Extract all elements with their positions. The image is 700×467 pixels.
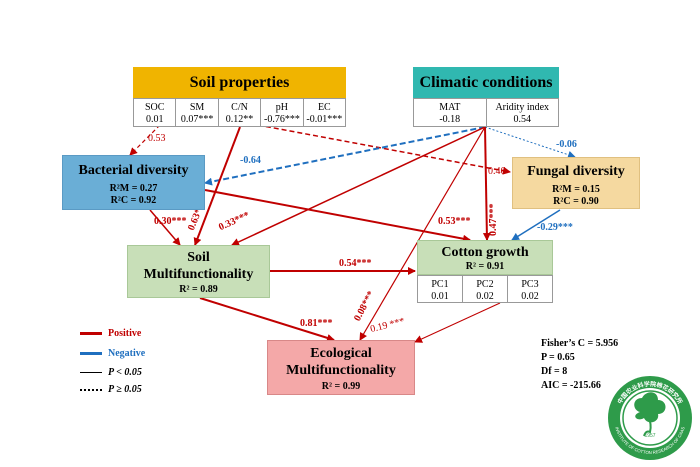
legend-negative-swatch bbox=[80, 352, 102, 355]
label-bact-to-soilmf: 0.30*** bbox=[154, 216, 187, 227]
soil-mf-r2: R² = 0.89 bbox=[179, 284, 218, 295]
legend-negative: Negative bbox=[80, 348, 145, 359]
arrow-soil-to-bacterial bbox=[129, 124, 161, 156]
soil-multifunctionality-box: Soil Multifunctionality R² = 0.89 bbox=[127, 245, 270, 298]
legend-positive: Positive bbox=[80, 328, 141, 339]
legend-solid-label: P < 0.05 bbox=[108, 367, 142, 378]
eco-mf-r2: R² = 0.99 bbox=[321, 381, 361, 392]
stat-df: Df = 8 bbox=[541, 366, 568, 377]
soil-properties-header: Soil properties bbox=[133, 67, 346, 98]
legend-solid-swatch bbox=[80, 372, 102, 373]
arrow-climatic-to-ecomf bbox=[359, 126, 486, 341]
soil-var-ph: pH-0.76*** bbox=[261, 99, 304, 126]
arrow-fungal-to-cotton bbox=[511, 209, 561, 241]
arrow-climatic-to-soilmf bbox=[231, 126, 486, 246]
cotton-growth-box: Cotton growth R² = 0.91 bbox=[417, 240, 553, 275]
legend-positive-label: Positive bbox=[108, 328, 142, 339]
stat-aic: AIC = -215.66 bbox=[541, 380, 601, 391]
soil-mf-title-line2: Multifunctionality bbox=[143, 267, 254, 282]
bacterial-diversity-box: Bacterial diversity R²M = 0.27 R²C = 0.9… bbox=[62, 155, 205, 210]
arrow-climatic-to-cotton bbox=[482, 126, 491, 241]
legend-dotted: P ≥ 0.05 bbox=[80, 384, 142, 395]
eco-mf-title-line2: Multifunctionality bbox=[286, 363, 396, 378]
model-fit-stats: Fisher’s C = 5.956 P = 0.65 Df = 8 AIC =… bbox=[541, 337, 618, 393]
bacterial-r2m: R²M = 0.27 bbox=[109, 183, 158, 194]
label-clim-to-bact: -0.64 bbox=[240, 155, 261, 166]
legend-dotted-swatch bbox=[80, 388, 102, 391]
arrow-soilmf-to-ecomf bbox=[199, 297, 335, 342]
soil-mf-title-line1: Soil bbox=[187, 250, 210, 265]
fungal-diversity-box: Fungal diversity R²M = 0.15 R²C = 0.90 bbox=[512, 157, 640, 209]
arrow-cotton-to-ecomf bbox=[414, 302, 501, 343]
stat-p-value: P = 0.65 bbox=[541, 352, 575, 363]
label-soilmf-to-cotton: 0.54*** bbox=[339, 258, 372, 269]
soil-var-ec: EC-0.01*** bbox=[306, 102, 343, 125]
arrow-climatic-to-bacterial bbox=[204, 126, 486, 186]
label-soilmf-to-ecomf: 0.81*** bbox=[300, 318, 333, 329]
cotton-growth-r2: R² = 0.91 bbox=[465, 261, 505, 272]
climatic-var-mat: MAT-0.18 bbox=[414, 99, 487, 126]
eco-mf-title-line1: Ecological bbox=[310, 346, 372, 361]
bacterial-r2c: R²C = 0.92 bbox=[110, 195, 157, 206]
arrow-soil-to-fungal bbox=[257, 124, 511, 175]
arrow-cn-to-soilmf bbox=[193, 126, 241, 246]
label-soil-to-fung: 0.46 bbox=[488, 166, 506, 177]
legend-solid: P < 0.05 bbox=[80, 367, 142, 378]
arrow-bacterial-to-soilmf bbox=[149, 209, 181, 246]
cotton-growth-title: Cotton growth bbox=[441, 245, 529, 260]
climatic-conditions-header: Climatic conditions bbox=[413, 67, 559, 98]
fungal-r2c: R²C = 0.90 bbox=[553, 196, 599, 207]
bacterial-diversity-title: Bacterial diversity bbox=[78, 163, 189, 178]
label-fung-to-cotton: -0.29*** bbox=[537, 222, 573, 233]
fungal-diversity-title: Fungal diversity bbox=[527, 164, 625, 179]
arrow-bacterial-to-cotton bbox=[204, 189, 471, 243]
ecological-multifunctionality-box: Ecological Multifunctionality R² = 0.99 bbox=[267, 340, 415, 395]
label-clim-to-cotton: 0.47*** bbox=[488, 203, 499, 237]
label-clim-to-fung: -0.06 bbox=[556, 139, 577, 150]
legend-positive-swatch bbox=[80, 332, 102, 335]
label-bact-to-cotton: 0.53*** bbox=[438, 216, 471, 227]
legend-dotted-label: P ≥ 0.05 bbox=[108, 384, 142, 395]
label-soil-to-bact: 0.53 bbox=[148, 133, 166, 144]
legend-negative-label: Negative bbox=[108, 348, 146, 359]
fungal-r2m: R²M = 0.15 bbox=[552, 184, 600, 195]
stat-fisher-c: Fisher’s C = 5.956 bbox=[541, 338, 619, 349]
